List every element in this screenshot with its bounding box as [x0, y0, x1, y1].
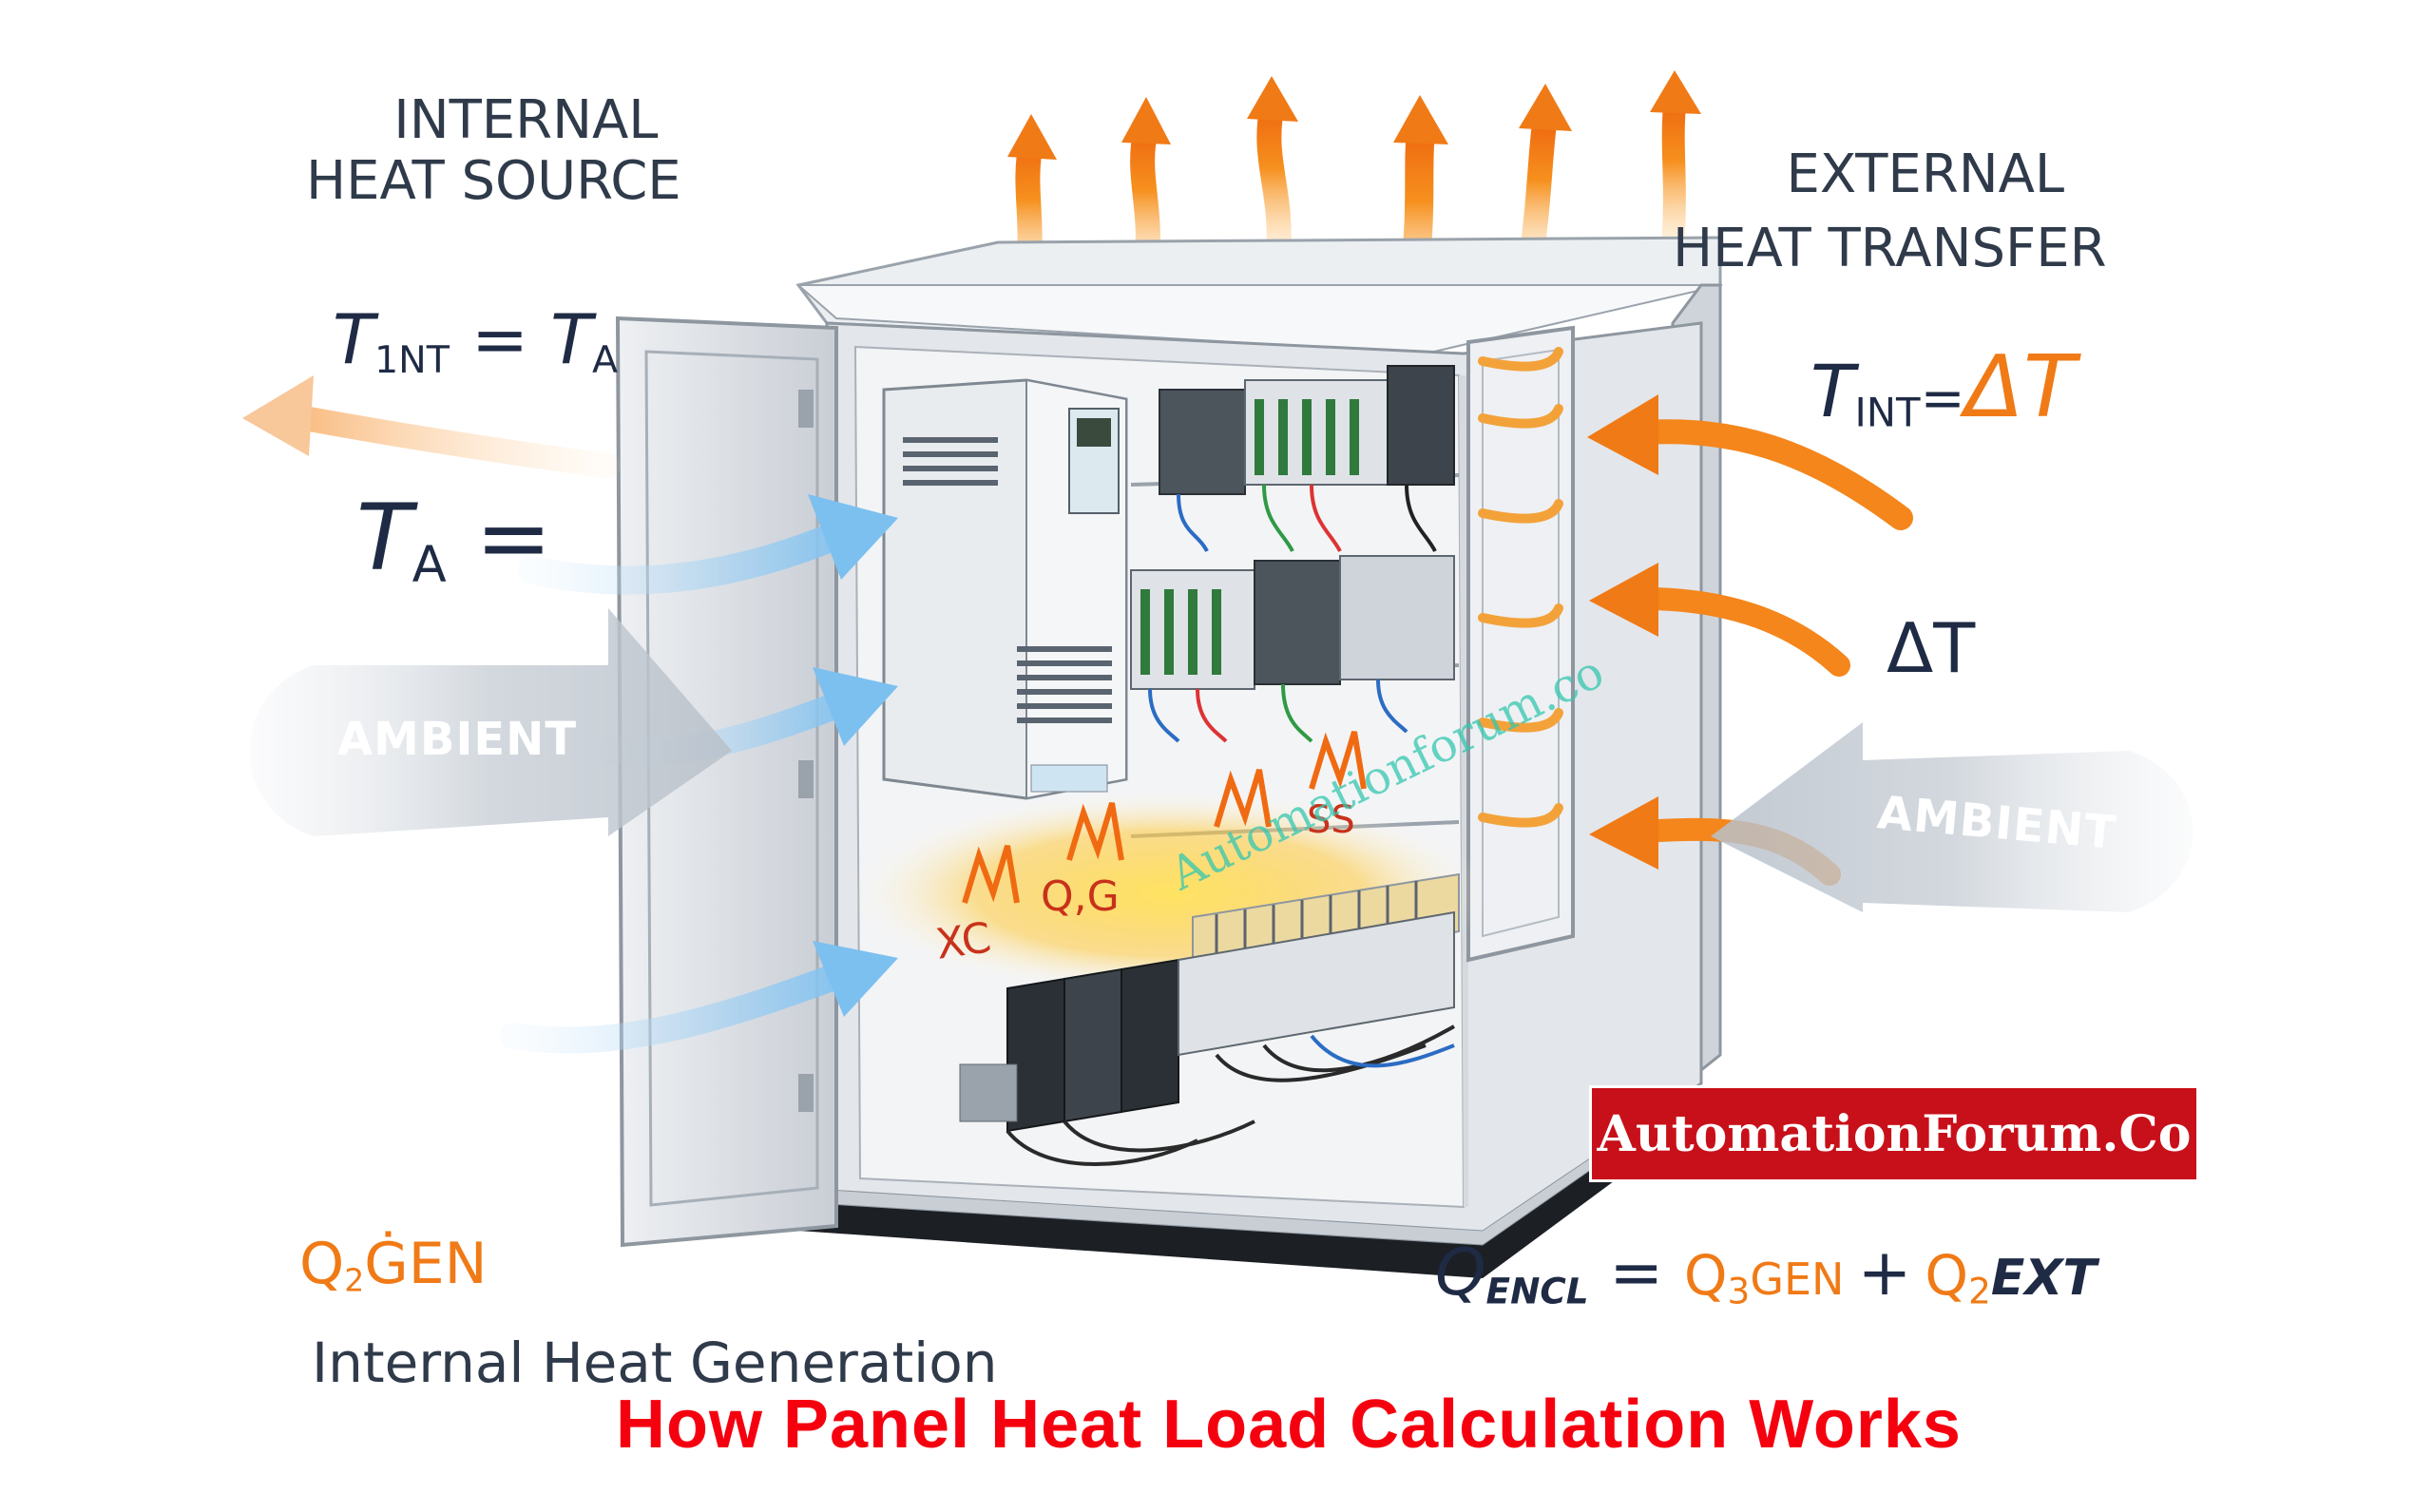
q-gen-term: Q [1683, 1243, 1728, 1308]
q-ext-term: Q [1925, 1243, 1969, 1308]
t-subscript: INT [1854, 389, 1921, 436]
heat-spark-icons [962, 731, 1367, 904]
equals-sign: = [1920, 368, 1965, 430]
page-title: How Panel Heat Load Calculation Works [616, 1387, 1962, 1463]
t-variable: T [333, 299, 374, 379]
equals-sign: = [446, 485, 552, 591]
right-door [1466, 325, 1575, 963]
q-variable: Q [299, 1231, 345, 1297]
external-heat-transfer-line2: HEAT TRANSFER [1673, 218, 2107, 279]
t-int-delta-equation: TINT=ΔT [1810, 337, 2076, 437]
automationforum-badge: AutomationForum.Co [1589, 1085, 2199, 1182]
t-subscript: 1NT [374, 337, 450, 382]
external-heat-transfer-label: EXTERNAL HEAT TRANSFER [1673, 138, 2107, 286]
gen-text: ĠEN [364, 1231, 488, 1297]
q-subscript: 2 [344, 1261, 365, 1299]
gen-text: GEN [1750, 1254, 1845, 1305]
heat-outflow-arrow [242, 375, 621, 478]
ta-variable: T [550, 299, 593, 379]
q-encl-variable: Q [1435, 1235, 1486, 1311]
external-heat-transfer-line1: EXTERNAL [1786, 144, 2065, 205]
scribble-qg: Q,G [1041, 872, 1120, 921]
q-gen-label: Q2ĠEN [299, 1231, 488, 1298]
plus-sign: + [1857, 1235, 1912, 1311]
delta-t-value: ΔT [1964, 337, 2077, 437]
q-ext-subscript: 2 [1968, 1270, 1991, 1312]
ambient-left-label: AMBIENT [337, 713, 578, 766]
ta-subscript: A [592, 337, 619, 382]
plc-modules-top [1159, 365, 1455, 552]
ta-equation: TA = [356, 485, 552, 594]
ta-subscript: A [412, 536, 447, 595]
q-encl-subscript: ENCL [1485, 1270, 1589, 1312]
ambient-inflow-arrows [500, 494, 898, 1054]
internal-heat-source-label: INTERNAL HEAT SOURCE [306, 89, 681, 212]
q-gen-subscript: 3 [1727, 1270, 1751, 1312]
cooling-unit [882, 378, 1128, 800]
equals-sign: = [449, 299, 551, 379]
internal-heat-generation-label: Internal Heat Generation [312, 1330, 998, 1395]
ta-variable: T [356, 485, 412, 591]
q-encl-equation: QENCL = Q3GEN+Q2EXT [1435, 1235, 2097, 1311]
scribble-ss: SS [1307, 798, 1355, 842]
ext-text: EXT [1990, 1250, 2097, 1307]
ambient-grey-arrows [249, 608, 2194, 912]
t-int-ta-equation: T1NT = TA [333, 299, 618, 382]
internal-heat-source-line2: HEAT SOURCE [306, 150, 681, 212]
equals-sign: = [1588, 1235, 1684, 1311]
t-variable: T [1810, 349, 1855, 433]
scribble-xc: XC [932, 913, 994, 969]
power-supplies [959, 910, 1455, 1166]
internal-heat-source-line1: INTERNAL [393, 89, 659, 151]
plc-modules-middle [1130, 555, 1455, 743]
delta-t-label: ΔT [1887, 608, 1976, 688]
